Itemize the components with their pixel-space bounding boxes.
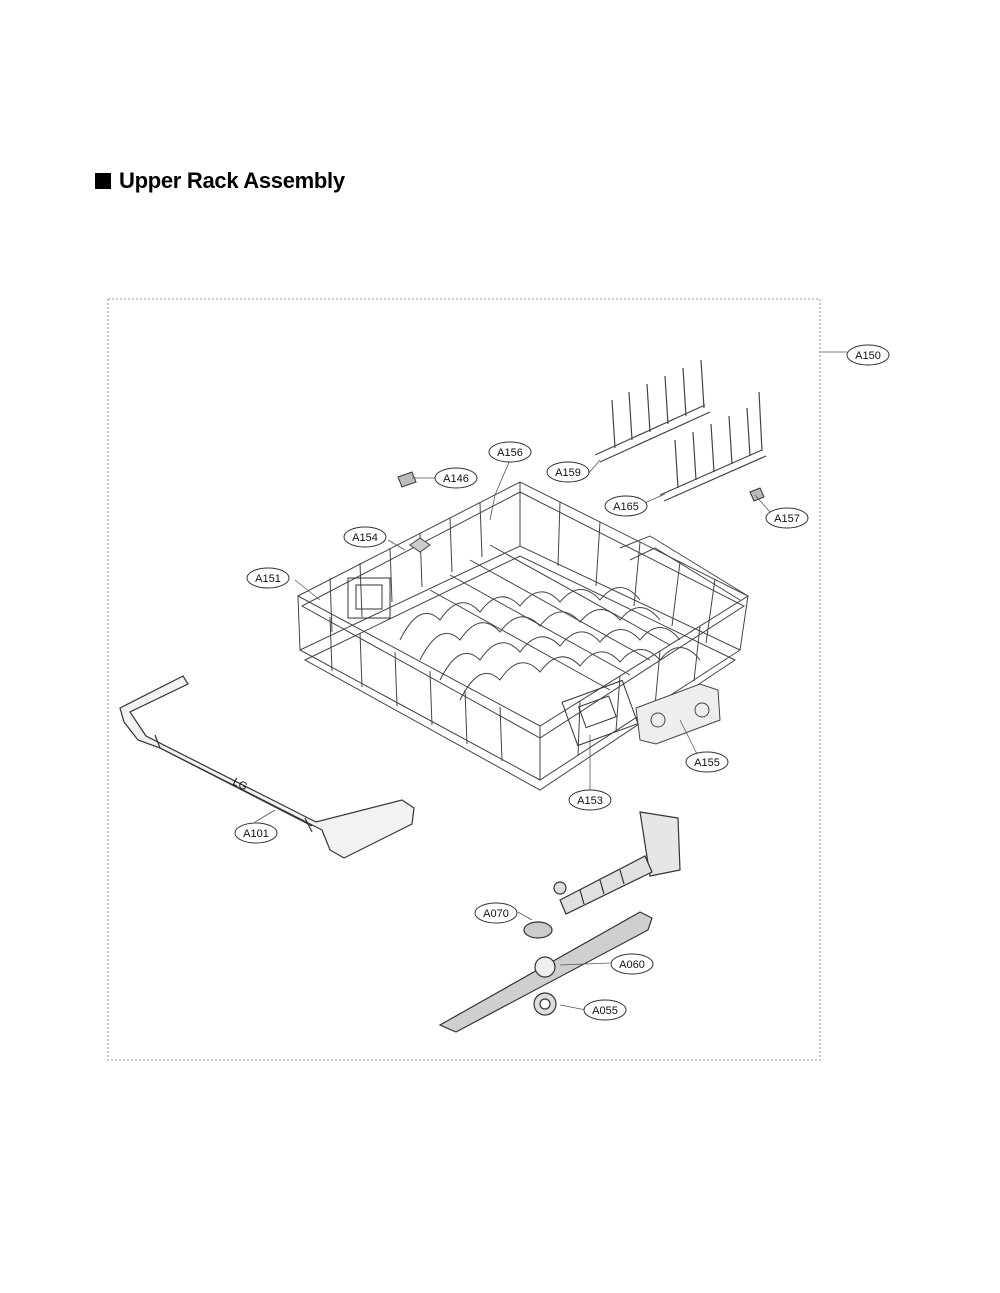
callout-label: A060: [619, 959, 645, 971]
callout-a150: A150: [846, 344, 890, 366]
callout-label: A070: [483, 908, 509, 920]
clip-a157-shape: [749, 487, 765, 502]
callout-a155: A155: [685, 751, 729, 773]
callout-label: A055: [592, 1005, 618, 1017]
leader-lines: [254, 351, 847, 1011]
callout-a101: A101: [234, 822, 278, 844]
callout-label: A157: [774, 513, 800, 525]
callout-label: A155: [694, 757, 720, 769]
callout-label: A153: [577, 795, 603, 807]
callout-a154: A154: [343, 526, 387, 548]
section-heading: Upper Rack Assembly: [95, 168, 345, 194]
callout-a165: A165: [604, 495, 648, 517]
callout-label: A146: [443, 473, 469, 485]
spray-arm-assembly: [438, 811, 681, 1033]
callout-label: A156: [497, 447, 523, 459]
callout-a156: A156: [488, 441, 532, 463]
callout-a159: A159: [546, 461, 590, 483]
callout-label: A101: [243, 828, 269, 840]
callout-label: A159: [555, 467, 581, 479]
tine-rows: [594, 359, 767, 502]
square-bullet-icon: [95, 173, 111, 189]
callout-label: A151: [255, 573, 281, 585]
callout-label: A154: [352, 532, 378, 544]
clip-a146-shape: [397, 471, 417, 488]
callout-a070: A070: [474, 902, 518, 924]
callout-label: A150: [855, 350, 881, 362]
callout-a151: A151: [246, 567, 290, 589]
callout-a153: A153: [568, 789, 612, 811]
handle-logo: LG: [231, 776, 250, 793]
callout-a055: A055: [583, 999, 627, 1021]
upper-rack-basket: [296, 481, 750, 791]
callout-label: A165: [613, 501, 639, 513]
page-title: Upper Rack Assembly: [119, 168, 345, 193]
callout-a157: A157: [765, 507, 809, 529]
callout-a060: A060: [610, 953, 654, 975]
callout-a146: A146: [434, 467, 478, 489]
diagram-frame: [107, 298, 821, 1061]
rack-handle: [119, 675, 415, 859]
